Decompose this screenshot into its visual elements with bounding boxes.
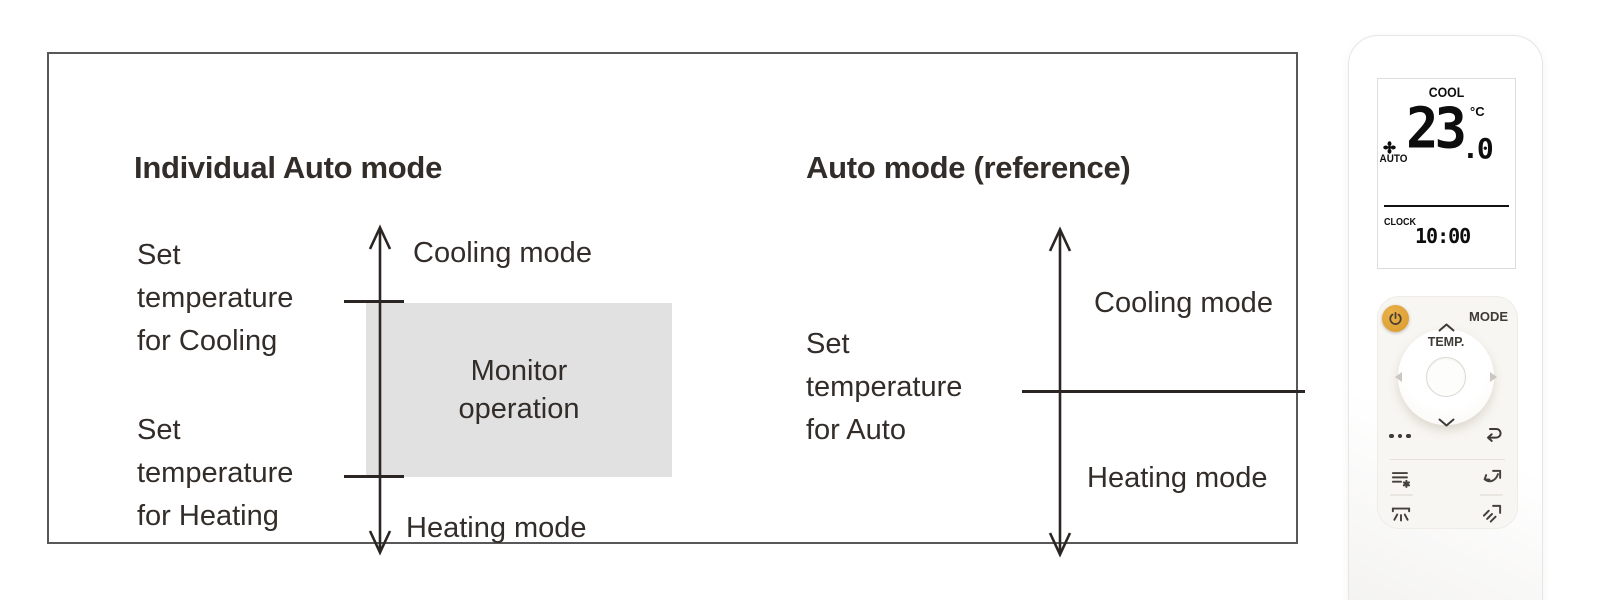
ellipsis-dot: [1406, 433, 1411, 439]
remote-button-panel: MODE TEMP.: [1377, 296, 1518, 529]
chevron-down-icon[interactable]: [1438, 418, 1455, 427]
options-button[interactable]: [1389, 431, 1415, 441]
display-divider: [1384, 205, 1509, 207]
airflow-down-icon: [1391, 507, 1411, 522]
clock-time: 10:00: [1415, 224, 1471, 248]
fan-speed-icon: [1391, 472, 1410, 488]
airflow-side-button[interactable]: [1479, 501, 1505, 527]
button-separator: [1480, 494, 1503, 496]
clock-label: CLOCK: [1384, 217, 1417, 228]
diagram-frame: Individual Auto mode Set temperature for…: [47, 52, 1305, 558]
heating-setpoint-tick: [344, 475, 404, 478]
power-icon: [1389, 311, 1402, 325]
cooling-setpoint-tick: [344, 300, 404, 303]
ellipsis-dot: [1389, 433, 1394, 439]
remote-display: COOL 23 .0 °C AUTO CLOCK 10:00: [1377, 78, 1516, 269]
ellipsis-dot: [1397, 433, 1402, 439]
airflow-down-button[interactable]: [1388, 501, 1414, 527]
chevron-up-icon[interactable]: [1438, 323, 1455, 332]
fan-icon: [1383, 141, 1396, 154]
heating-mode-label-left: Heating mode: [406, 512, 587, 544]
swing-rotate-icon: [1483, 469, 1502, 483]
temp-label: TEMP.: [1427, 335, 1465, 349]
display-unit: °C: [1470, 104, 1485, 119]
cooling-mode-label-left: Cooling mode: [413, 237, 592, 269]
set-temperature-cooling-label: Set temperature for Cooling: [137, 239, 294, 357]
display-temperature-decimal: .0: [1462, 132, 1494, 165]
button-separator: [1390, 494, 1413, 496]
fan-auto-label: AUTO: [1379, 153, 1408, 165]
display-temperature: 23: [1406, 95, 1467, 162]
power-button[interactable]: [1382, 305, 1409, 332]
left-diagram-title: Individual Auto mode: [134, 150, 443, 185]
triangle-left-icon[interactable]: [1395, 372, 1402, 382]
temperature-axis-arrow-icon: [368, 224, 392, 556]
auto-setpoint-line: [1022, 390, 1305, 393]
back-arrow-icon: [1487, 428, 1502, 442]
right-diagram-title: Auto mode (reference): [806, 150, 1131, 185]
airflow-diagonal-icon: [1482, 504, 1502, 523]
set-temperature-heating-label: Set temperature for Heating: [137, 414, 294, 532]
swing-button[interactable]: [1479, 466, 1505, 492]
display-mode-text: COOL: [1428, 84, 1465, 100]
back-button[interactable]: [1482, 421, 1506, 445]
monitor-operation-region: Monitor operation: [366, 303, 672, 477]
dial-center-button[interactable]: [1426, 357, 1466, 397]
heating-mode-label-right: Heating mode: [1087, 462, 1268, 494]
monitor-operation-label: Monitor operation: [458, 355, 580, 425]
cooling-mode-label-right: Cooling mode: [1094, 287, 1273, 319]
mode-label: MODE: [1469, 309, 1508, 324]
fan-speed-button[interactable]: [1388, 466, 1414, 492]
set-temperature-auto-label: Set temperature for Auto: [806, 328, 963, 446]
remote-control: COOL 23 .0 °C AUTO CLOCK 10:00: [1348, 35, 1543, 600]
panel-divider: [1390, 459, 1505, 460]
triangle-right-icon[interactable]: [1490, 372, 1497, 382]
